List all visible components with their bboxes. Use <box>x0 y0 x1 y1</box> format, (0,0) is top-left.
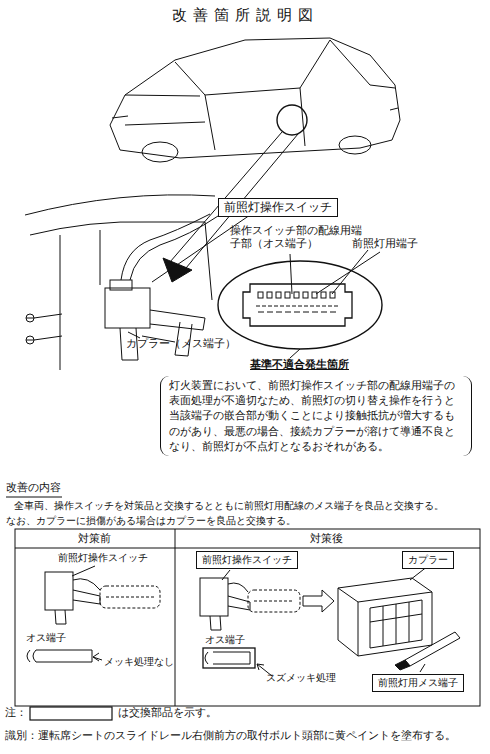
box-text: 前照灯操作スイッチ <box>224 200 332 215</box>
table-grid <box>15 529 480 706</box>
replaced-part-box: 前照灯操作スイッチ <box>196 551 298 569</box>
defect-location-label: 基準不適合発生箇所 <box>250 358 349 371</box>
box-text: 灯火装置において、前照灯操作スイッチ部の配線用端子の表面処理が不適切なため、前照… <box>169 378 463 454</box>
pin <box>321 292 326 298</box>
title: 改善箇所説明図 <box>172 6 319 24</box>
pin <box>267 292 272 298</box>
part-label: 前照灯用端子 <box>352 238 418 251</box>
part-label: オス端子 <box>205 634 245 646</box>
pin <box>276 292 281 298</box>
note-text: 識別：運転席シートのスライドレール右側前方の取付ボルト頭部に黄ペイントを塗布する… <box>5 730 456 743</box>
table-header: 対策後 <box>310 533 343 546</box>
terminal-closeup <box>218 261 382 349</box>
box-text: 前照灯操作スイッチ <box>202 553 292 567</box>
pin <box>258 292 263 298</box>
defect-description: 灯火装置において、前照灯操作スイッチ部の配線用端子の表面処理が不適切なため、前照… <box>160 376 472 456</box>
replaced-part-box: 前照灯用メス端子 <box>372 674 464 692</box>
table-header: 対策前 <box>78 533 111 546</box>
underline <box>6 497 62 498</box>
pin-row <box>258 292 335 298</box>
pin <box>285 292 290 298</box>
legend-box <box>30 707 112 720</box>
before-drawing <box>27 566 160 662</box>
part-label: スズメッキ処理 <box>266 672 336 684</box>
replaced-part-box: カプラー <box>402 551 454 569</box>
part-label: 前照灯操作スイッチ <box>58 552 148 564</box>
part-label: メッキ処理なし <box>104 656 174 668</box>
body-text: なお、カプラーに損傷がある場合はカプラーを良品と交換する。 <box>6 515 296 527</box>
part-label: オス端子 <box>26 632 66 644</box>
pin <box>312 292 317 298</box>
car-drawing <box>110 38 400 162</box>
leader-lines <box>142 215 380 358</box>
callout-box: 前照灯操作スイッチ <box>218 198 338 217</box>
part-label: 操作スイッチ部の配線用端子部（オス端子） <box>230 225 362 250</box>
box-text: カプラー <box>408 553 448 567</box>
box-text: 前照灯用メス端子 <box>378 676 458 690</box>
pin <box>303 292 308 298</box>
note-text: は交換部品を示す。 <box>118 707 217 720</box>
pin <box>294 292 299 298</box>
after-drawing <box>200 566 460 676</box>
body-text: 全車両、操作スイッチを対策品と交換するとともに前照灯用配線のメス端子を良品と交換… <box>14 500 444 512</box>
part-label: カプラー（メス端子） <box>126 338 236 351</box>
note-label: 注： <box>5 707 27 720</box>
section-heading: 改善の内容 <box>6 481 61 494</box>
